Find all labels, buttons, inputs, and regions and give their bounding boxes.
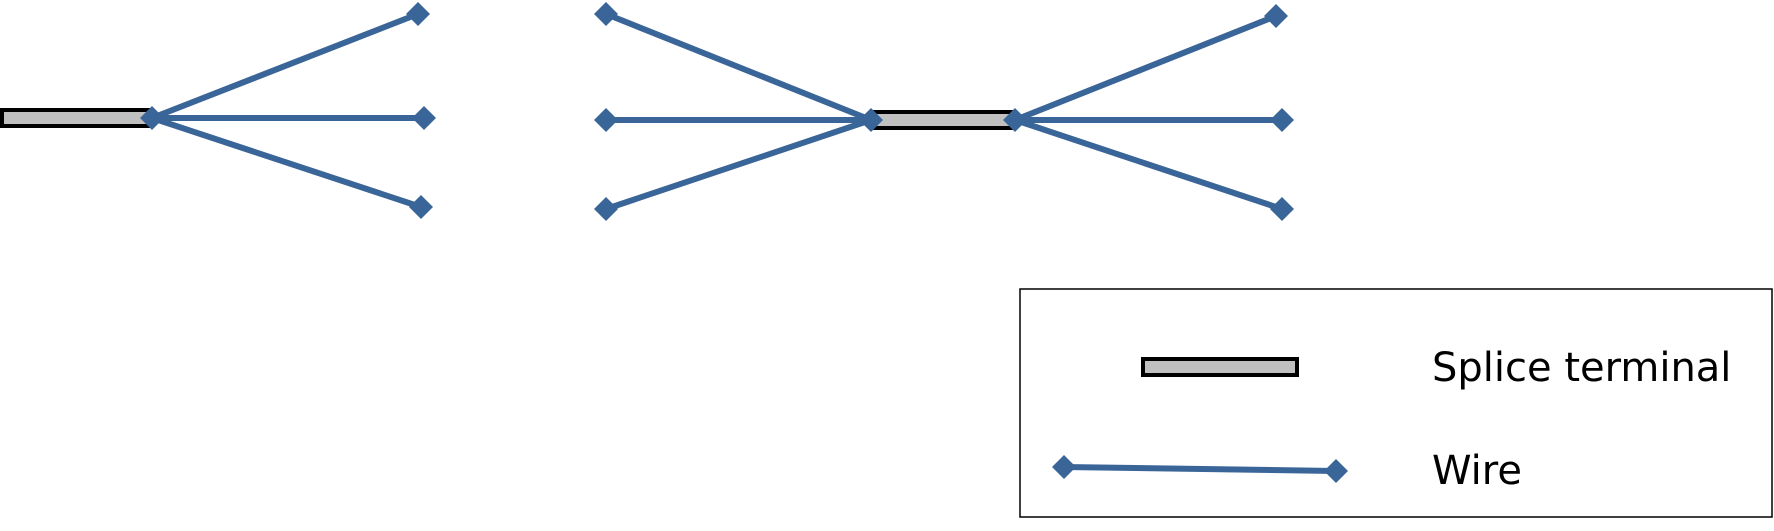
wire-end-marker: [594, 108, 618, 132]
wire: [150, 11, 420, 121]
legend-wire-swatch: [1063, 464, 1337, 474]
legend: Splice terminal Wire: [1019, 288, 1773, 518]
wire-end-marker: [140, 106, 164, 130]
wire: [1013, 13, 1278, 123]
legend-item-wire: Wire: [1052, 448, 1522, 494]
wire-end-marker: [409, 195, 433, 219]
legend-terminal-label: Splice terminal: [1432, 345, 1731, 391]
wire-end-marker: [1264, 4, 1288, 28]
legend-box: [1019, 288, 1773, 518]
legend-item-terminal: Splice terminal: [1141, 345, 1731, 391]
wire: [605, 117, 872, 212]
wire-end-marker: [406, 2, 430, 26]
wire-end-marker: [1270, 197, 1294, 221]
wire: [604, 11, 873, 123]
center-splice-left-wires: [604, 11, 873, 212]
left-splice-wires: [150, 11, 424, 210]
wire: [1014, 117, 1283, 212]
center-splice: [594, 2, 1294, 221]
center-splice-terminal: [869, 110, 1017, 130]
wire-end-marker: [594, 2, 618, 26]
legend-wire-label: Wire: [1432, 448, 1522, 494]
wire-end-marker: [1052, 455, 1076, 479]
left-splice-wire-ends: [140, 2, 436, 219]
wire-end-marker: [1270, 108, 1294, 132]
wire-end-marker: [412, 106, 436, 130]
left-splice: [0, 2, 436, 219]
legend-terminal-swatch: [1141, 357, 1299, 377]
center-splice-right-wires: [1013, 13, 1283, 212]
left-splice-terminal: [0, 108, 154, 128]
wire: [151, 115, 422, 210]
wire-end-marker: [1324, 459, 1348, 483]
wire-end-marker: [859, 108, 883, 132]
center-splice-wire-ends: [594, 2, 1294, 221]
wire-end-marker: [594, 197, 618, 221]
wire-end-marker: [1003, 108, 1027, 132]
